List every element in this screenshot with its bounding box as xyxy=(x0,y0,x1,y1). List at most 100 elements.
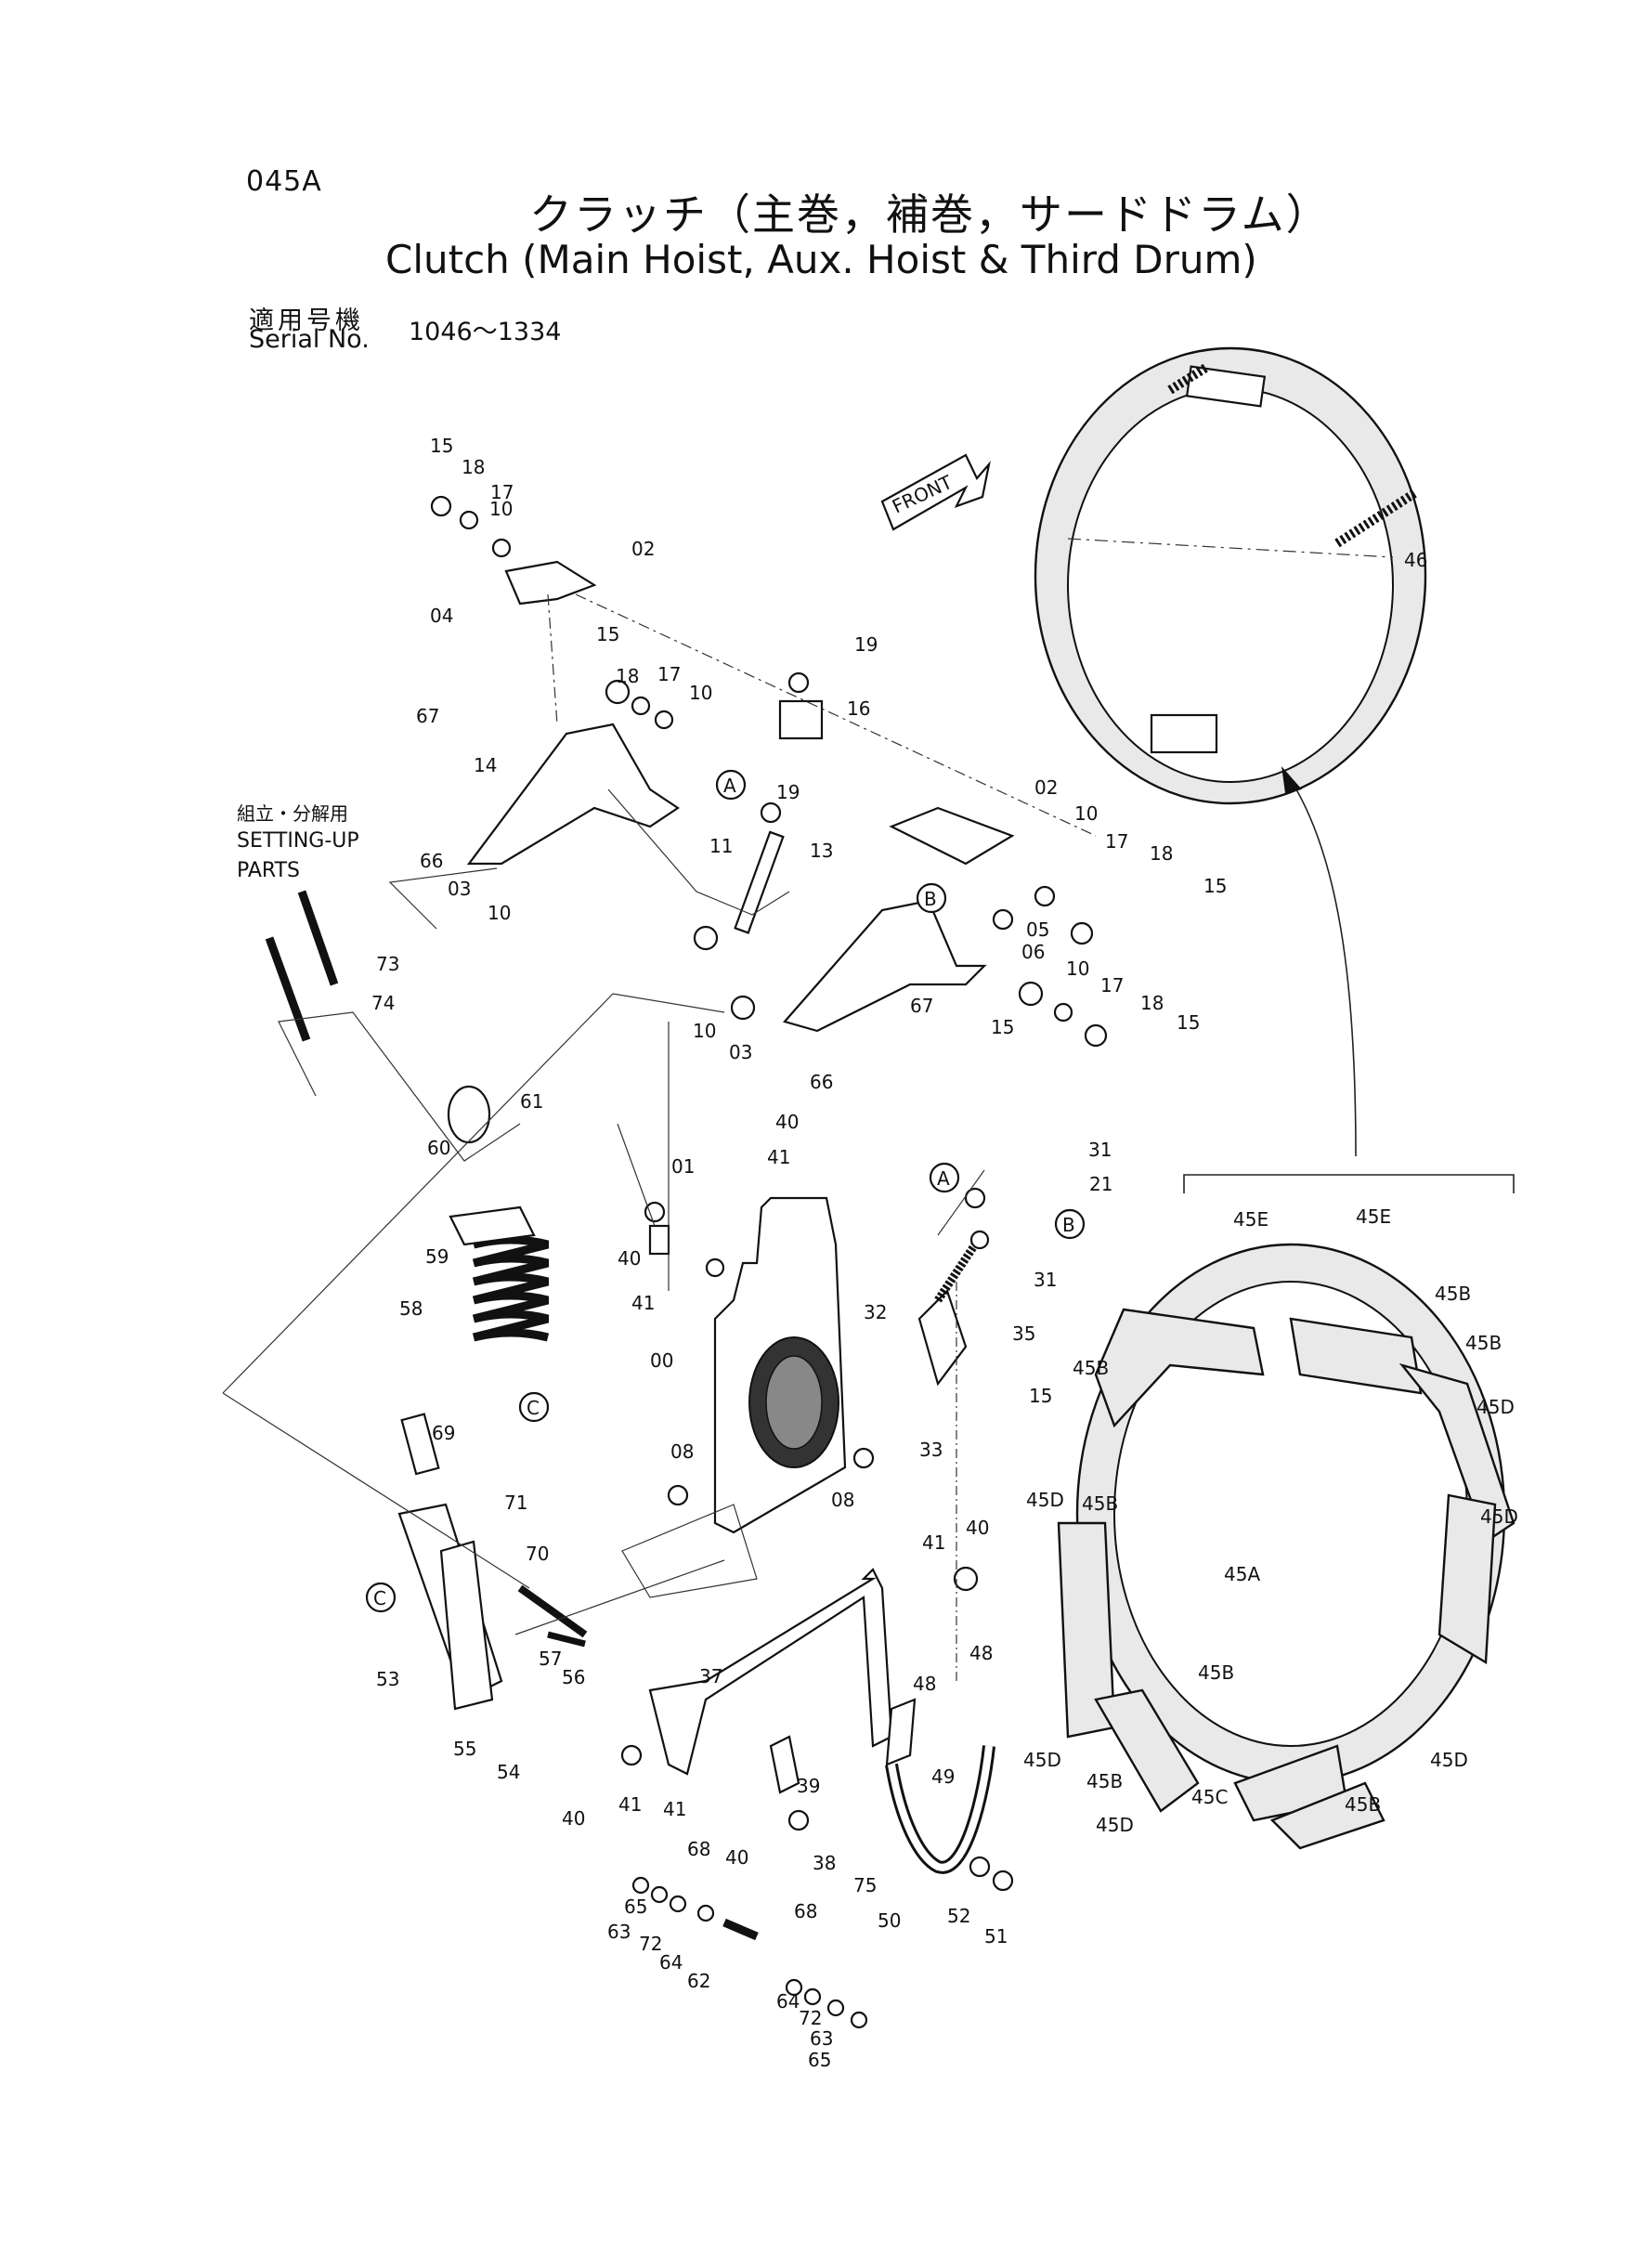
part-label: 11 xyxy=(709,835,733,857)
part-label: 10 xyxy=(489,498,513,520)
part-label: 35 xyxy=(1012,1322,1035,1345)
part-label: 63 xyxy=(810,2027,833,2050)
part-label: 60 xyxy=(427,1137,450,1159)
part-label: 48 xyxy=(969,1642,993,1664)
part-label: 15 xyxy=(596,623,619,645)
svg-text:C: C xyxy=(527,1397,540,1419)
part-label: 66 xyxy=(810,1071,833,1093)
setting-up-note-line2: PARTS xyxy=(237,859,300,882)
part-label: 31 xyxy=(1088,1139,1112,1161)
part-label: 15 xyxy=(1029,1385,1052,1407)
brake-band-assembly xyxy=(1034,346,1427,805)
part-label: 54 xyxy=(497,1761,520,1783)
part-label: 05 xyxy=(1026,919,1049,941)
part-label: 45D xyxy=(1096,1814,1134,1836)
part-label: 45B xyxy=(1082,1492,1118,1515)
part-label: 17 xyxy=(1105,830,1128,853)
part-label: 50 xyxy=(878,1909,901,1932)
part-label: 01 xyxy=(671,1155,695,1178)
part-label: 17 xyxy=(1100,974,1124,997)
part-label: 75 xyxy=(853,1874,877,1896)
part-label: 45D xyxy=(1430,1749,1468,1771)
part-label: 10 xyxy=(1074,802,1098,825)
part-label: 18 xyxy=(616,665,639,687)
part-label: 33 xyxy=(919,1439,943,1461)
part-label: 70 xyxy=(526,1543,549,1565)
lever-53 xyxy=(397,1413,588,1711)
part-label: 67 xyxy=(910,995,933,1017)
part-label: 18 xyxy=(1150,842,1173,865)
pedal-bracket-37 xyxy=(648,1568,893,1794)
part-label: 41 xyxy=(631,1292,655,1314)
svg-text:A: A xyxy=(937,1167,950,1190)
part-label: 74 xyxy=(371,992,395,1014)
part-label: 21 xyxy=(1089,1173,1112,1195)
page-title-english: Clutch (Main Hoist, Aux. Hoist & Third D… xyxy=(385,237,1257,282)
part-label: 66 xyxy=(420,850,443,872)
part-label: 41 xyxy=(767,1146,790,1168)
part-label: 40 xyxy=(562,1807,585,1830)
part-label: 40 xyxy=(966,1517,989,1539)
part-label: 41 xyxy=(922,1531,945,1554)
part-label: 59 xyxy=(425,1245,449,1268)
front-arrow-marker: FRONT xyxy=(880,453,991,531)
part-label: 58 xyxy=(399,1297,423,1320)
part-label: 10 xyxy=(693,1020,716,1042)
part-label: 02 xyxy=(1034,776,1058,799)
part-label: 71 xyxy=(504,1492,527,1514)
setting-up-note-line1: SETTING-UP xyxy=(237,829,359,853)
part-label: 10 xyxy=(488,902,511,924)
part-label: 16 xyxy=(847,697,870,720)
part-label: 37 xyxy=(699,1665,722,1687)
part-label: 40 xyxy=(725,1846,748,1869)
callout-circles: A B C A B C xyxy=(365,769,1086,1613)
clutch-housing-00 xyxy=(648,1196,847,1534)
adjusting-spring-46 xyxy=(1167,362,1419,548)
part-label: 08 xyxy=(670,1440,694,1463)
part-label: 51 xyxy=(984,1925,1008,1948)
assembly-bracket xyxy=(1183,1174,1515,1193)
part-label: 67 xyxy=(416,705,439,727)
small-hardware xyxy=(430,495,1108,2029)
svg-text:C: C xyxy=(373,1587,386,1609)
part-label: 13 xyxy=(810,840,833,862)
part-label: 00 xyxy=(650,1349,673,1372)
part-label: 72 xyxy=(639,1933,662,1955)
part-label: 68 xyxy=(687,1838,710,1860)
part-label: 10 xyxy=(1066,958,1089,980)
svg-text:B: B xyxy=(924,888,937,910)
part-label: 06 xyxy=(1021,941,1045,963)
serial-label-japanese: 適用号機 xyxy=(249,306,364,335)
spring-58 xyxy=(447,1085,550,1342)
part-label: 63 xyxy=(607,1921,631,1943)
part-label: 15 xyxy=(1203,875,1227,897)
part-label: 45E xyxy=(1356,1205,1391,1228)
svg-text:A: A xyxy=(723,775,736,797)
part-label: 49 xyxy=(931,1765,955,1788)
setting-up-bolts-73 xyxy=(265,890,339,1042)
part-label: 40 xyxy=(775,1111,799,1133)
part-label: 18 xyxy=(1140,992,1164,1014)
serial-label-english: Serial No. xyxy=(249,325,370,354)
setting-up-note-japanese: 組立・分解用 xyxy=(237,802,348,825)
part-label: 62 xyxy=(687,1970,710,1992)
part-label: 52 xyxy=(947,1905,970,1927)
part-label: 45E xyxy=(1233,1208,1268,1231)
part-label: 45B xyxy=(1435,1283,1471,1305)
part-label: 45D xyxy=(1023,1749,1061,1771)
part-label: 45C xyxy=(1191,1786,1228,1808)
part-label: 40 xyxy=(618,1247,641,1270)
part-label: 17 xyxy=(657,663,681,685)
valve-35-and-hose-49 xyxy=(885,1242,995,1874)
page-code: 045A xyxy=(246,165,322,198)
part-label: 15 xyxy=(1177,1011,1200,1034)
part-label: 61 xyxy=(520,1090,543,1113)
part-label: 72 xyxy=(799,2007,822,2029)
part-label: 64 xyxy=(659,1951,683,1974)
part-label: 64 xyxy=(776,1990,800,2013)
part-label: 02 xyxy=(631,538,655,560)
part-label: 08 xyxy=(831,1489,854,1511)
part-label: 17 xyxy=(490,481,514,503)
part-label: 65 xyxy=(624,1896,647,1918)
